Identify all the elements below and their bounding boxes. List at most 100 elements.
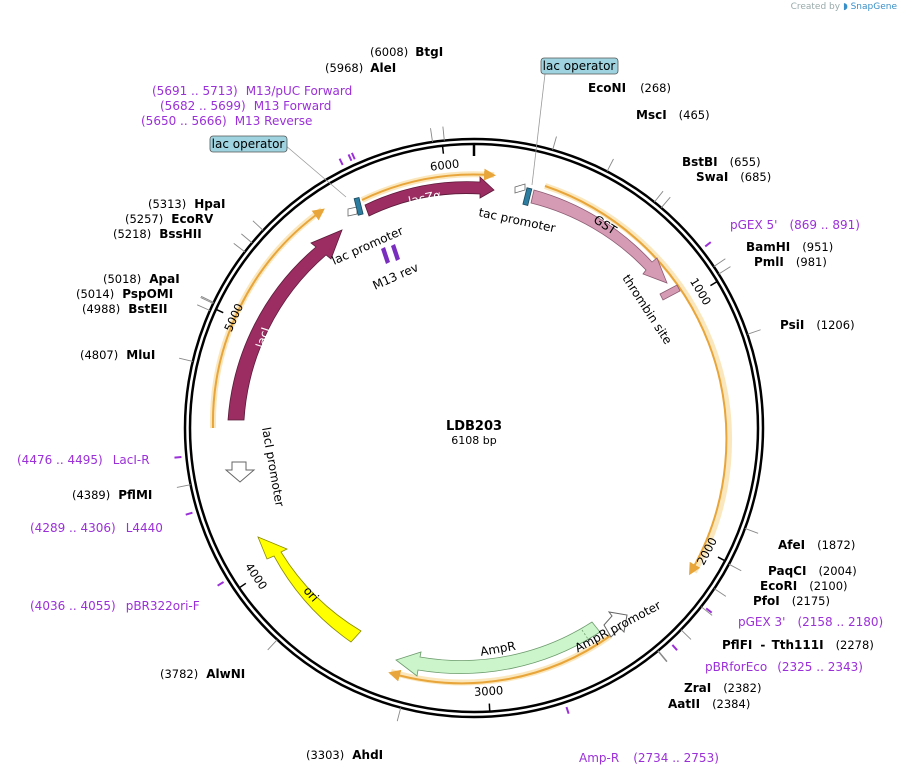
enzyme-label-bstbi: BstBI(655) [682,155,761,169]
orf-gst [544,183,733,574]
primer-site-mark [185,511,193,516]
feature-ampr-promoter-arrow [603,611,628,638]
primer-marks [174,152,713,715]
enzyme-label-bamhi: BamHI(951) [746,240,833,254]
enzyme-site-mark [442,126,445,141]
enzyme-site-mark [744,528,759,534]
enzyme-site-mark [267,639,278,651]
enzyme-site-mark [713,258,726,267]
feature-tac-promoter-label: tac promoter [477,205,556,235]
enzyme-label-afei: AfeI(1872) [778,538,855,552]
enzyme-site-mark [430,128,433,143]
enzyme-site-mark [747,329,761,335]
primer-site-mark [174,455,182,459]
primer-site-mark [705,607,713,614]
enzyme-site-mark [233,243,246,253]
orf-arcs [209,168,733,686]
feature-ori-arrow [257,536,362,643]
feature-m13rev-arrow-2 [391,244,400,261]
tick-mark [710,280,718,287]
enzyme-label-zrai: ZraI(2382) [684,681,761,695]
operator-left-box [209,135,288,153]
orf-lacz-line [361,168,496,201]
enzyme-site-mark [200,297,214,304]
feature-laci-promoter-arrow [224,461,256,483]
credit-prefix: Created by [790,2,841,12]
enzyme-label-swai: SwaI(685) [696,170,771,184]
enzyme-label-pflmi: (4389)PflMI [72,488,152,502]
enzyme-site-mark [179,357,193,362]
enzyme-label-bsteii: (4988)BstEII [82,302,167,316]
feature-tac-promoter-glyph [514,183,526,194]
feature-tac-operator-box [522,187,533,206]
operator-right-box [540,57,619,75]
enzyme-label-mlui: (4807)MluI [80,348,155,362]
primer-label-m13-reverse: (5650 .. 5666)M13 Reverse [141,114,312,128]
primer-label-l4440: (4289 .. 4306)L4440 [30,521,163,535]
orf-ampr-line [388,635,611,685]
enzyme-label-econi: EcoNI(268) [588,81,671,95]
enzyme-label-ecori: EcoRI(2100) [760,579,848,593]
primer-site-mark [671,644,678,651]
primer-label-pbrforeco: pBRforEco(2325 .. 2343) [705,660,863,674]
feature-lac-promoter-glyph [347,206,358,217]
tick-label: 5000 [221,301,246,333]
operator-right-leader [531,73,546,186]
primer-label-m13-puc-forward: (5691 .. 5713)M13/pUC Forward [152,84,352,98]
orf-gst-line [544,185,728,576]
operator-right-label: lac operator [543,59,616,73]
primer-label-m13-forward: (5682 .. 5699)M13 Forward [160,99,331,113]
primer-site-mark [704,241,712,248]
tick-mark [215,308,224,314]
enzyme-label-ahdi: (3303)AhdI [306,748,383,762]
tick-label: 3000 [474,683,504,699]
enzyme-site-mark [657,650,668,662]
operator-left-leader [284,144,347,198]
feature-m13rev-arrow-1 [381,247,390,264]
primer-site-mark [338,158,344,166]
enzyme-site-mark [660,196,671,209]
enzyme-labels: (6008)BtgI (5968)AleI EcoNI(268) MscI(46… [72,45,874,762]
primer-site-mark [350,152,356,160]
enzyme-label-pfoi: PfoI(2175) [753,594,830,608]
primer-label-amp-r: Amp-R(2734 .. 2753) [579,751,719,765]
feature-laci-arrow [227,229,343,421]
primer-label-pgex3: pGEX 3'(2158 .. 2180) [738,615,883,629]
enzyme-label-pflfi-tth111i: PflFI-Tth111I(2278) [722,638,874,652]
feature-thrombin-box [659,284,681,301]
enzyme-label-paqci: PaqCI(2004) [768,564,857,578]
enzyme-site-mark [176,484,191,488]
ampr-promoter-divider [581,629,591,643]
enzyme-site-mark [241,233,253,244]
primer-site-mark [347,153,353,162]
primer-labels: (5691 .. 5713)M13/pUC Forward (5682 .. 5… [17,84,883,765]
enzyme-label-bsshii: (5218)BssHII [113,227,202,241]
enzyme-site-mark [680,629,692,640]
enzyme-label-msci: MscI(465) [636,108,710,122]
enzyme-site-mark [700,606,713,616]
feature-m13rev-label: M13 rev [371,260,421,293]
enzyme-label-pmli: PmlI(981) [754,255,827,269]
enzyme-site-mark [653,190,664,203]
tick-mark [441,145,445,154]
enzyme-label-apai: (5018)ApaI [103,272,180,286]
enzyme-site-mark [606,158,614,172]
backbone-outer [183,137,765,719]
enzyme-site-mark [196,304,211,311]
snapgene-icon: ◗ [842,2,848,12]
enzyme-label-aatii: AatII(2384) [668,697,750,711]
primer-site-mark [217,581,225,587]
primer-label-laci-r: (4476 .. 4495)LacI-R [17,453,150,467]
enzyme-label-psppomi: (5014)PspOMI [76,287,173,301]
enzyme-site-mark [552,136,557,151]
enzyme-site-mark [713,588,727,597]
operator-left-label: lac operator [212,137,285,151]
feature-laci-promoter-label: lacI promoter [259,426,287,508]
feature-gst-arrow [530,189,668,284]
enzyme-label-psii: PsiI(1206) [780,318,855,332]
enzyme-site-mark [396,707,402,722]
feature-laci-label: lacI [253,326,273,350]
tick-label: 4000 [242,560,270,592]
enzyme-label-hpai: (5313)HpaI [148,197,225,211]
